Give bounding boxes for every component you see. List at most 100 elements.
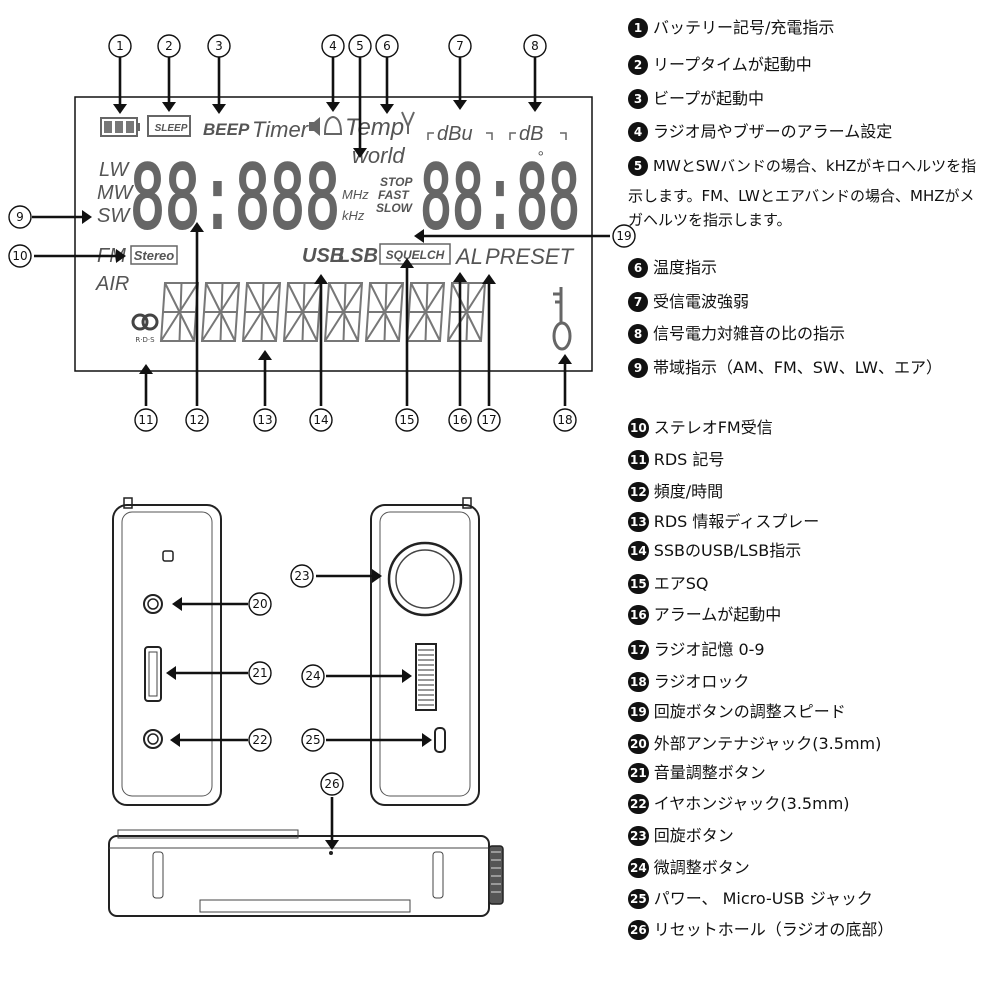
callout-16: 16 <box>448 408 472 432</box>
callout-number: 9 <box>16 210 24 224</box>
callout-20: 20 <box>248 592 272 616</box>
callout-number: 24 <box>305 669 320 683</box>
legend-text: 微調整ボタン <box>653 858 750 877</box>
callout-number: 4 <box>329 39 337 53</box>
band-indicators: LW MW SW FM AIR <box>95 159 135 295</box>
legend-text: SSBのUSB/LSB指示 <box>653 541 802 560</box>
usb-label: USB <box>302 245 344 267</box>
rds-logo-text: R·D·S <box>135 336 155 344</box>
segment-cell <box>159 282 200 342</box>
callout-25: 25 <box>301 728 325 752</box>
mhz-label: MHz <box>342 187 369 202</box>
segment-cell <box>405 282 446 342</box>
micro-usb-port <box>434 727 446 753</box>
clock-digits: 88:88 <box>420 146 580 249</box>
callout-26: 26 <box>320 772 344 796</box>
device-right-side <box>370 497 480 806</box>
band-sw: SW <box>97 205 131 227</box>
callout-number: 19 <box>616 229 631 243</box>
db-indicator: dB <box>509 123 567 145</box>
legend-text: 信号電力対雑音の比の指示 <box>653 324 846 343</box>
band-air: AIR <box>95 273 129 295</box>
legend-item-6: 6 温度指示 <box>628 258 717 278</box>
speaker-icon <box>309 117 320 136</box>
legend-number: 7 <box>628 292 648 312</box>
callout-number: 6 <box>383 39 391 53</box>
legend-text: リセットホール（ラジオの底部） <box>653 920 894 939</box>
volume-wheel <box>144 646 162 702</box>
legend-number: 4 <box>628 122 648 142</box>
lock-key-icon <box>552 287 572 351</box>
beep-label: BEEP <box>203 120 250 139</box>
legend-text: イヤホンジャック(3.5mm) <box>653 794 850 813</box>
legend-number: 25 <box>628 889 649 909</box>
callout-10: 10 <box>8 244 32 268</box>
khz-label: kHz <box>342 208 365 223</box>
legend-number: 17 <box>628 640 649 660</box>
callout-17: 17 <box>477 408 501 432</box>
legend-text: 温度指示 <box>653 258 718 277</box>
legend-number: 18 <box>628 672 649 692</box>
segment-cell <box>364 282 405 342</box>
legend-number: 1 <box>628 18 648 38</box>
legend-text: パワー、 Micro-USB ジャック <box>653 889 873 908</box>
legend-number: 23 <box>628 826 649 846</box>
legend-item-5-line2: 示します。FM、LWとエアバンドの場合、MHZがメ <box>628 187 975 205</box>
legend-text: RDS 記号 <box>653 450 725 469</box>
callout-12: 12 <box>185 408 209 432</box>
legend-number: 11 <box>628 450 649 470</box>
legend-text: RDS 情報ディスプレー <box>653 512 820 531</box>
callout-number: 11 <box>138 413 153 427</box>
battery-icon <box>100 117 140 137</box>
stereo-label: Stereo <box>134 248 175 263</box>
callout-5: 5 <box>348 34 372 58</box>
legend-item-5-line3: ガヘルツを指示します。 <box>628 211 792 229</box>
callout-number: 14 <box>313 413 328 427</box>
callout-1: 1 <box>108 34 132 58</box>
earphone-jack <box>143 729 163 749</box>
legend-text: リープタイムが起動中 <box>653 55 812 74</box>
legend-text: 回旋ボタンの調整スピード <box>653 702 846 721</box>
callout-number: 22 <box>252 733 267 747</box>
preset-label: PRESET <box>485 244 575 269</box>
callout-6: 6 <box>375 34 399 58</box>
callout-19: 19 <box>612 224 636 248</box>
callout-number: 18 <box>557 413 572 427</box>
legend-number: 12 <box>628 482 649 502</box>
band-mw: MW <box>97 182 135 204</box>
legend-text: 音量調整ボタン <box>653 763 766 782</box>
fine-tune-wheel <box>415 643 437 711</box>
callout-number: 17 <box>481 413 496 427</box>
segment-cell <box>446 282 487 342</box>
dbu-label: dBu <box>437 123 473 145</box>
stop-label: STOP <box>380 175 413 189</box>
squelch-label: SQUELCH <box>386 248 445 262</box>
callout-number: 25 <box>305 733 320 747</box>
legend-number: 6 <box>628 258 648 278</box>
callout-number: 8 <box>531 39 539 53</box>
callout-18: 18 <box>553 408 577 432</box>
callout-21: 21 <box>248 661 272 685</box>
slow-label: SLOW <box>376 201 414 215</box>
callout-number: 26 <box>324 777 339 791</box>
callout-number: 20 <box>252 597 267 611</box>
frequency-digits: 88:888 <box>130 146 340 249</box>
callout-11: 11 <box>134 408 158 432</box>
device-left-side <box>112 497 222 806</box>
legend-text: ビープが起動中 <box>653 89 765 108</box>
